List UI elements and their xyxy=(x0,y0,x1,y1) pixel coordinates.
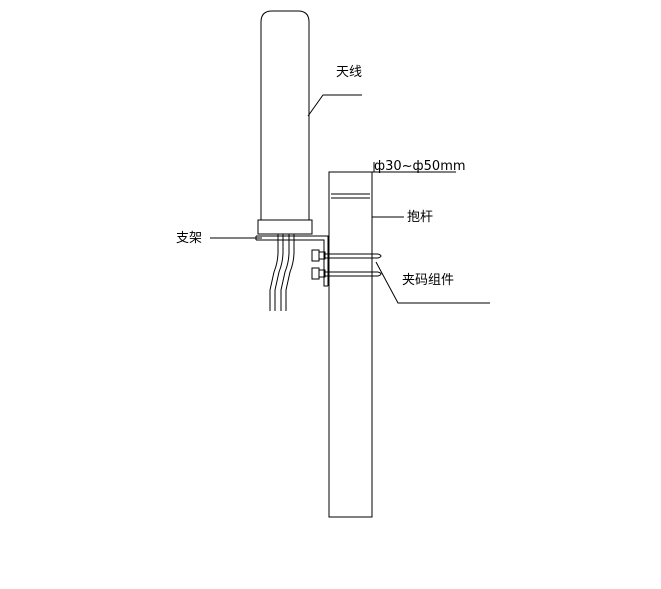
label-pole: 抱杆 xyxy=(407,209,433,225)
leader-pole-diameter xyxy=(356,162,456,173)
antenna-cables xyxy=(269,234,295,311)
label-bracket: 支架 xyxy=(176,231,202,246)
mounting-pole xyxy=(328,171,373,518)
antenna-base xyxy=(257,219,313,235)
label-antenna: 天线 xyxy=(336,65,362,80)
leader-antenna xyxy=(307,94,362,117)
leader-clamp-assembly xyxy=(375,261,490,304)
antenna-radome xyxy=(260,10,310,221)
upper-u-bolt xyxy=(311,249,382,262)
label-clamp-assembly: 夹码组件 xyxy=(402,273,454,288)
label-pole-diameter: ф30~ф50mm xyxy=(374,159,466,174)
lower-u-bolt xyxy=(311,267,382,280)
